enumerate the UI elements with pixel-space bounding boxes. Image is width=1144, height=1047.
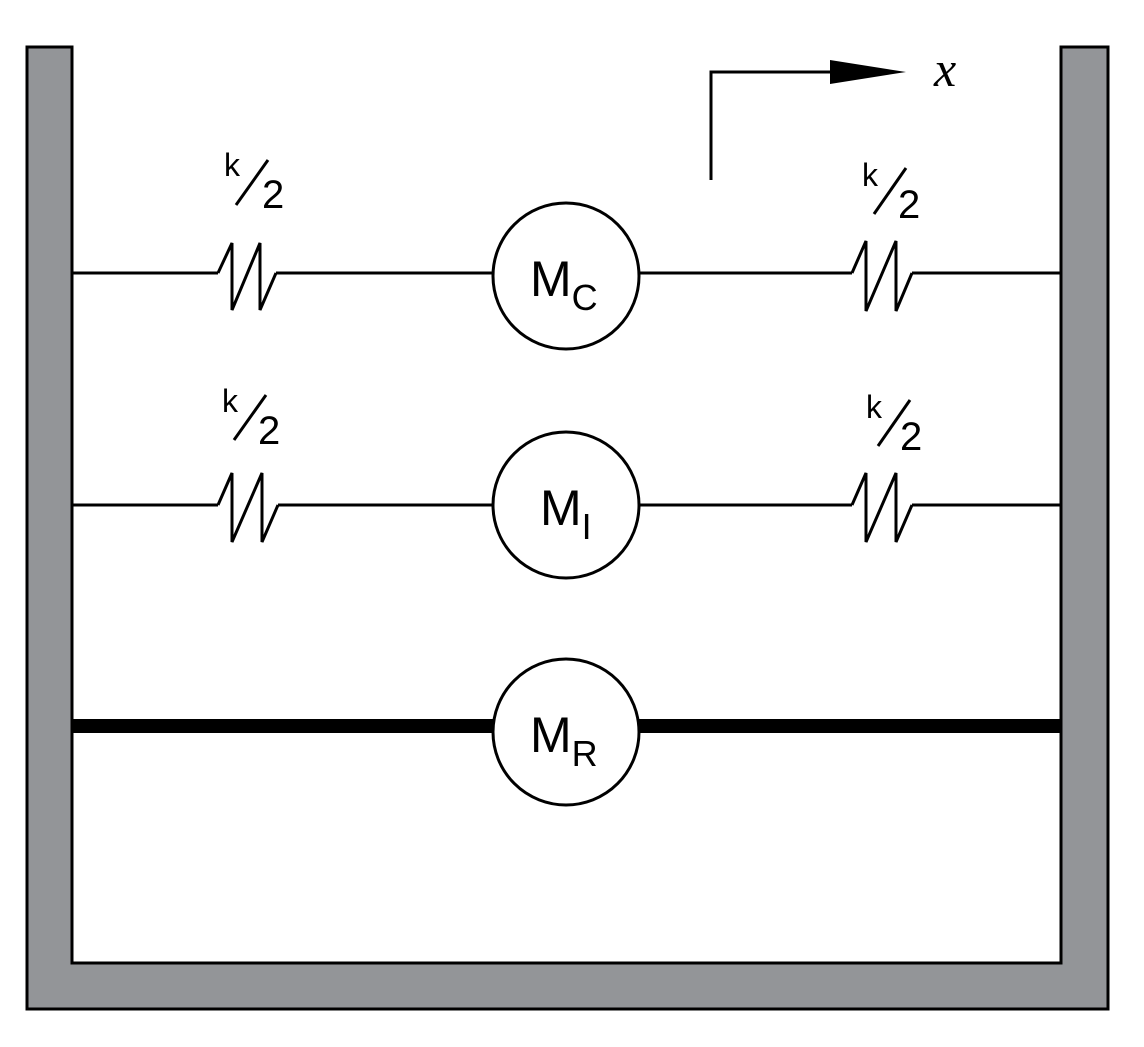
axis-arrowhead [830,60,906,84]
k-numerator: k [866,389,883,425]
spring-right-c [850,240,914,312]
spring-label-c-right: k 2 [862,157,920,227]
spring-label-c-left: k 2 [224,147,284,217]
fraction-slash [876,399,912,447]
mass-i-sub: I [582,506,592,547]
k-numerator: k [222,383,239,419]
mass-r-circle [491,657,641,807]
k-numerator: k [224,147,241,183]
row-mass-i: MI [72,430,1061,580]
row-mass-r: MR [72,657,1061,807]
mass-r-label: MR [530,707,598,774]
container-wall [25,45,1110,1011]
x-axis-indicator: x [709,41,956,180]
k-denominator: 2 [262,173,284,217]
spring-label-i-left: k 2 [222,383,280,453]
mass-c-main: M [530,251,572,307]
mass-c-circle [491,201,641,351]
fraction-slash [234,159,270,206]
k-denominator: 2 [258,409,280,453]
mass-r-sub: R [572,733,598,774]
mass-c-sub: C [572,277,598,318]
k-denominator: 2 [898,183,920,227]
spring-left-i [216,472,280,543]
mass-c-label: MC [530,251,598,318]
mass-i-main: M [540,480,582,536]
fraction-slash [872,167,908,215]
mass-i-label: MI [540,480,592,547]
k-denominator: 2 [900,415,922,459]
axis-label-x: x [933,41,956,97]
axis-arrow-line [709,70,870,180]
mass-i-circle [491,430,641,580]
mass-r-main: M [530,707,572,763]
row-mass-c: MC [72,201,1061,351]
fraction-slash [232,394,268,441]
k-numerator: k [862,157,879,193]
spring-label-i-right: k 2 [866,389,922,459]
spring-right-i [850,472,914,543]
spring-left-c [216,242,278,311]
